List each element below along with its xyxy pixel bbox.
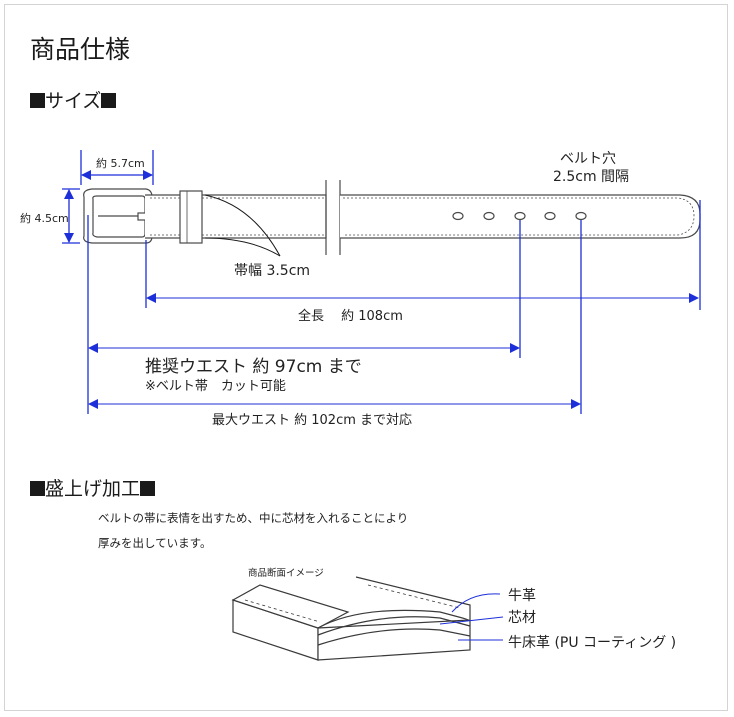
page-frame [4,4,728,711]
buckle-icon [83,188,157,244]
belt-hole-icon [452,211,464,221]
belt-hole-icon [575,211,587,221]
recommended-waist-label: 推奨ウエスト 約 97cm まで [145,357,362,377]
raised-description-line1: ベルトの帯に表情を出すため、中に芯材を入れることにより [98,511,409,525]
layer-leader-lines [439,593,504,641]
size-heading-text: サイズ [45,90,102,112]
belt-strap [145,180,701,255]
total-length-label: 全長 約 108cm [298,309,403,324]
strap-width-label: 帯幅 3.5cm [234,263,311,279]
raised-description-line2: 厚みを出しています。 [98,536,212,550]
belt-hole-icon [544,211,556,221]
cross-section-caption: 商品断面イメージ [248,568,324,579]
square-bullet-icon [101,93,117,108]
square-bullet-icon [30,481,45,496]
square-bullet-icon [30,93,45,108]
layer-bottom-label: 牛床革 (PU コーティング ) [508,635,677,651]
page-title: 商品仕様 [30,35,131,64]
buckle-height-label: 約 4.5cm [20,212,69,225]
square-bullet-icon [140,481,156,496]
belt-holes-spacing-label: 2.5cm 間隔 [553,169,630,185]
belt-hole-icon [514,211,526,221]
cut-note: ※ベルト帯 カット可能 [145,379,286,394]
raised-section-heading: 盛上げ加工 [30,474,156,501]
cross-section-diagram [231,576,471,661]
layer-top-label: 牛革 [508,588,536,604]
raised-heading-text: 盛上げ加工 [45,478,141,500]
max-waist-label: 最大ウエスト 約 102cm まで対応 [212,413,413,428]
buckle-width-label: 約 5.7cm [96,157,145,170]
layer-mid-label: 芯材 [508,610,536,626]
belt-hole-icon [483,211,495,221]
size-section-heading: サイズ [30,86,117,113]
belt-holes-label: ベルト穴 [560,151,616,167]
strap-width-callout [204,194,281,257]
